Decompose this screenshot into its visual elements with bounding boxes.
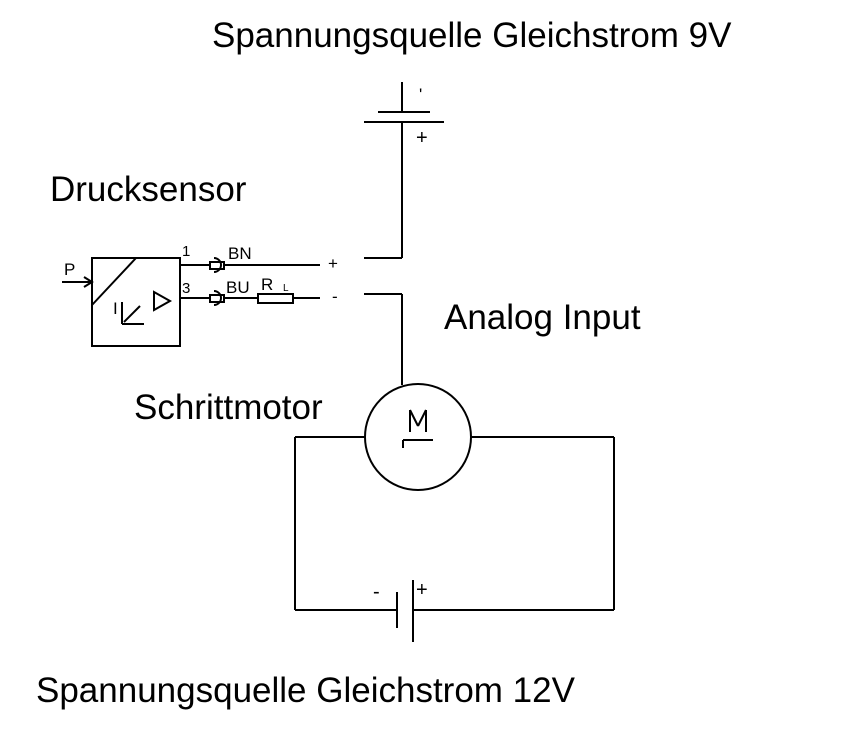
battery-9v-plus: + [416, 127, 428, 149]
battery-12v-plus: + [416, 579, 428, 601]
terminal-plus: + [328, 254, 338, 273]
battery-12v-minus: - [373, 581, 380, 603]
sensor-pin1-wire [180, 257, 320, 273]
title-9v-source: Spannungsquelle Gleichstrom 9V [212, 16, 732, 55]
sensor-output-i: I [113, 299, 118, 318]
sensor-pin1-wire-label: BN [228, 244, 252, 263]
sensor-pin1-number: 1 [182, 243, 191, 260]
sensor-pin3-wire [180, 290, 320, 306]
sensor-pin3-number: 3 [182, 280, 191, 297]
label-analog-input: Analog Input [444, 298, 641, 337]
terminal-minus: - [332, 287, 338, 306]
pressure-sensor-symbol [62, 257, 181, 347]
label-pressure-sensor: Drucksensor [50, 170, 247, 209]
sensor-pin3-wire-label: BU [226, 278, 250, 297]
title-12v-source: Spannungsquelle Gleichstrom 12V [36, 671, 575, 710]
sensor-input-p: P [64, 260, 76, 279]
battery-12v-symbol [396, 580, 414, 642]
battery-9v-symbol [364, 82, 444, 259]
resistor-label: R [261, 275, 274, 294]
label-stepper-motor: Schrittmotor [134, 388, 323, 427]
motor-power-loop [294, 436, 615, 611]
analog-input-wires [364, 293, 403, 385]
resistor-subscript: L [283, 283, 289, 294]
battery-9v-tick: ' [419, 85, 423, 104]
stepper-motor-symbol [364, 383, 472, 491]
